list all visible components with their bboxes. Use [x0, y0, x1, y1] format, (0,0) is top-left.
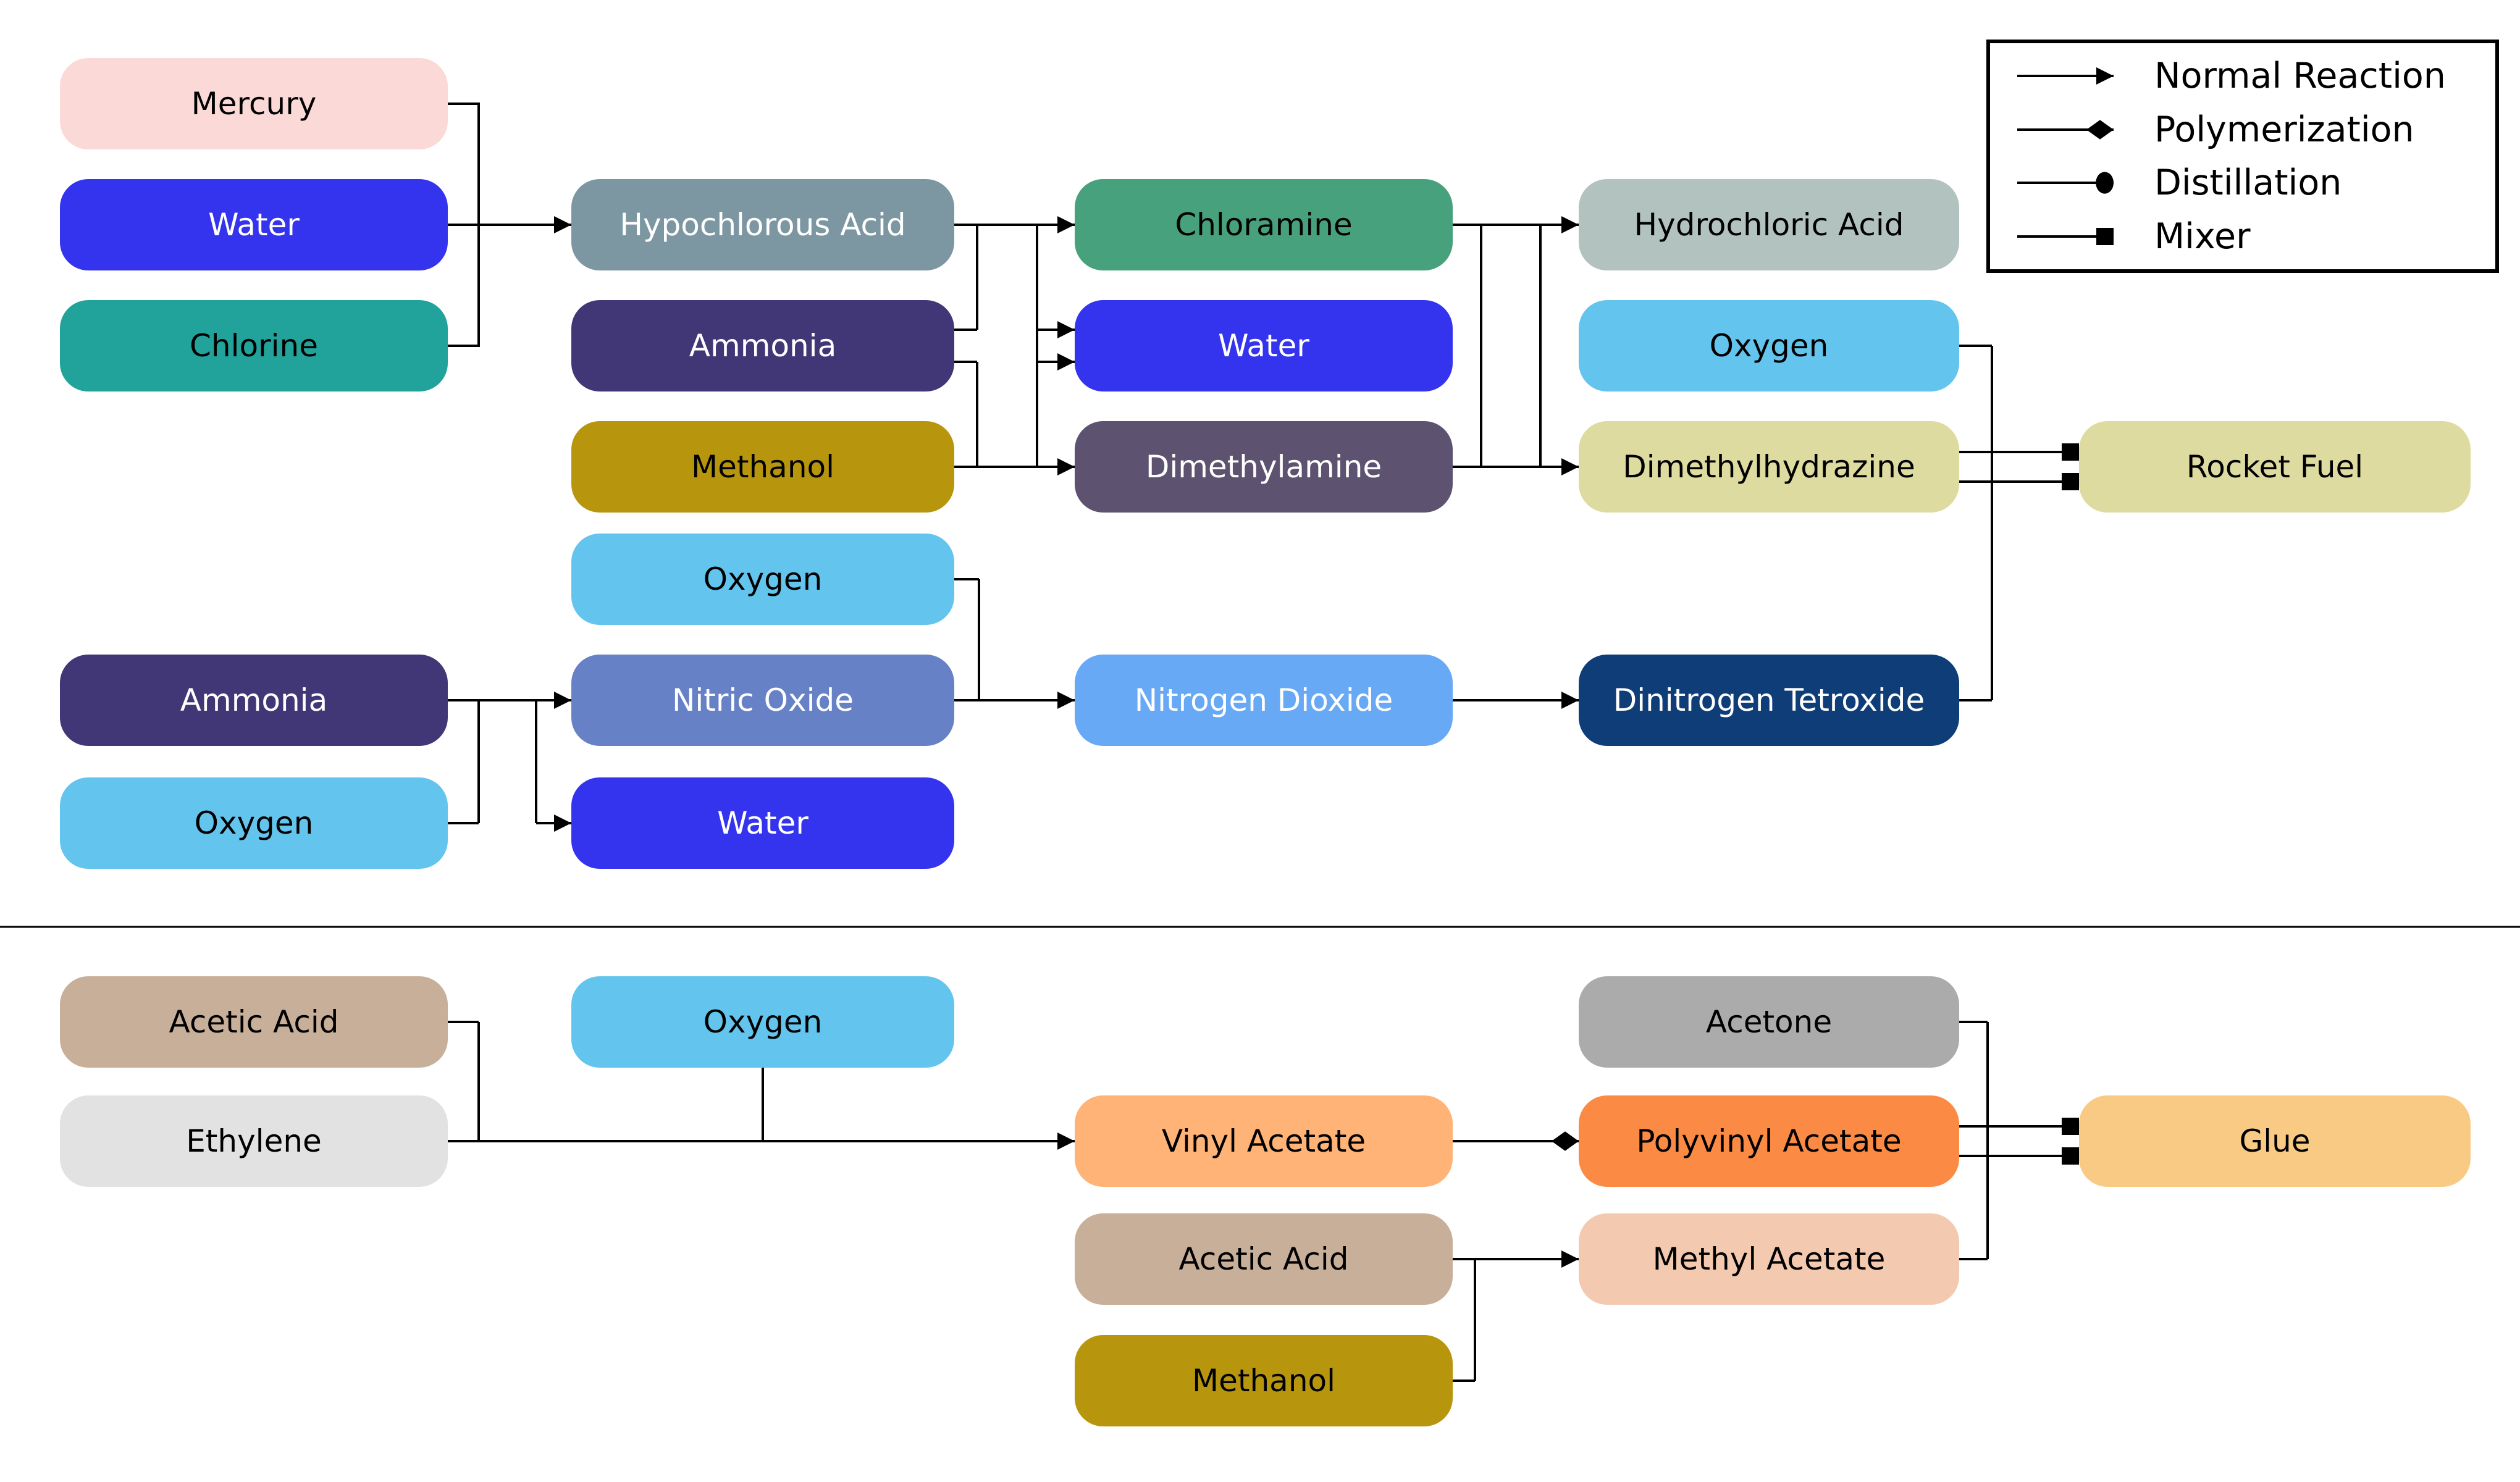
- node-ammonia-2: Ammonia: [60, 655, 448, 746]
- node-hypochlorous-acid: Hypochlorous Acid: [571, 179, 954, 270]
- node-nitrogen-dioxide: Nitrogen Dioxide: [1075, 655, 1453, 746]
- legend-item-distillation: Distillation: [2015, 162, 2489, 203]
- legend: Normal Reaction Polymerization Distillat…: [1986, 40, 2499, 273]
- node-methanol-2: Methanol: [1075, 1335, 1453, 1426]
- legend-item-label: Normal Reaction: [2154, 56, 2446, 97]
- polymerization-diamond-icon: [2017, 120, 2114, 140]
- node-hydrochloric-acid: Hydrochloric Acid: [1579, 179, 1959, 270]
- node-oxygen-4: Oxygen: [571, 976, 954, 1068]
- edge-rocket-fuel-feed-bus: [1958, 345, 1993, 701]
- legend-item-mixer: Mixer: [2015, 216, 2489, 257]
- legend-item-normal-reaction: Normal Reaction: [2015, 56, 2489, 96]
- node-oxygen-1: Oxygen: [1579, 300, 1959, 391]
- edge-glue-feed-bus: [1958, 1021, 1989, 1260]
- normal-reaction-arrow-icon: [2017, 67, 2114, 85]
- node-dinitrogen-tetroxide: Dinitrogen Tetroxide: [1579, 655, 1959, 746]
- edge-vinyl-feed-bus: [447, 1021, 764, 1141]
- node-chlorine: Chlorine: [60, 300, 448, 391]
- node-acetic-acid-2: Acetic Acid: [1075, 1213, 1453, 1305]
- node-rocket-fuel: Rocket Fuel: [2079, 421, 2471, 513]
- node-vinyl-acetate: Vinyl Acetate: [1075, 1095, 1453, 1187]
- node-chloramine: Chloramine: [1075, 179, 1453, 270]
- node-ammonia-1: Ammonia: [571, 300, 954, 391]
- node-mercury: Mercury: [60, 58, 448, 149]
- edge-chloramine-dimethylamine-bus: [1480, 225, 1542, 467]
- legend-item-label: Distillation: [2154, 162, 2342, 204]
- node-water-2: Water: [1075, 300, 1453, 391]
- node-nitric-oxide: Nitric Oxide: [571, 655, 954, 746]
- node-dimethylhydrazine: Dimethylhydrazine: [1579, 421, 1959, 513]
- node-oxygen-3: Oxygen: [60, 777, 448, 869]
- edge-ammonia-oxygen-bus: [447, 700, 537, 824]
- distillation-circle-icon: [2017, 172, 2114, 194]
- node-oxygen-2: Oxygen: [571, 534, 954, 625]
- node-polyvinyl-acetate: Polyvinyl Acetate: [1579, 1095, 1959, 1187]
- edge-ammonia-merge-bus: [953, 225, 978, 467]
- legend-item-label: Polymerization: [2154, 109, 2414, 150]
- node-ethylene: Ethylene: [60, 1095, 448, 1187]
- node-acetic-acid-1: Acetic Acid: [60, 976, 448, 1068]
- node-methyl-acetate: Methyl Acetate: [1579, 1213, 1959, 1305]
- edge-oxygen-nitric-bus: [953, 578, 980, 700]
- legend-item-polymerization: Polymerization: [2015, 109, 2489, 150]
- node-water-1: Water: [60, 179, 448, 270]
- node-dimethylamine: Dimethylamine: [1075, 421, 1453, 513]
- mixer-square-icon: [2017, 227, 2114, 245]
- node-glue: Glue: [2079, 1095, 2471, 1187]
- edge-acetic-methanol-bus: [1451, 1259, 1476, 1382]
- node-acetone: Acetone: [1579, 976, 1959, 1068]
- legend-item-label: Mixer: [2154, 216, 2251, 257]
- node-water-3: Water: [571, 777, 954, 869]
- node-methanol-1: Methanol: [571, 421, 954, 513]
